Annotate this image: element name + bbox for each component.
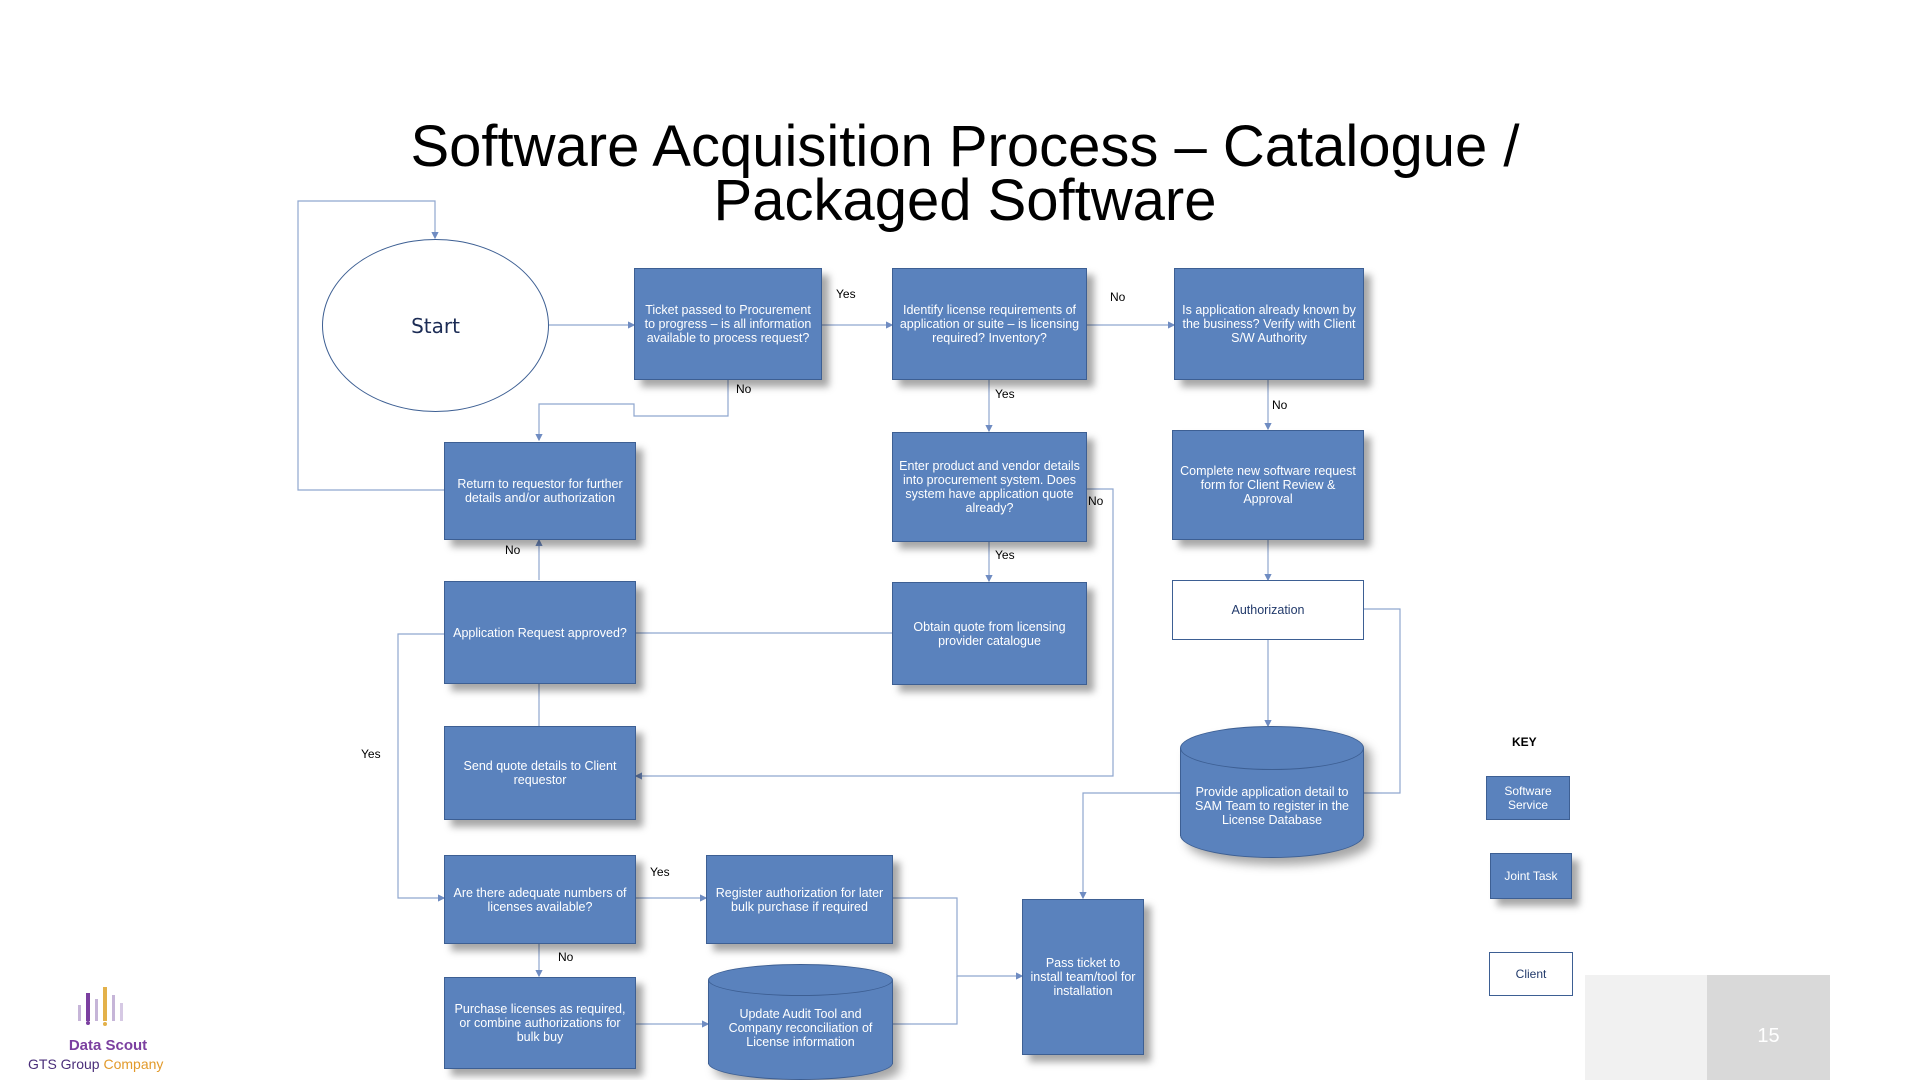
label-identify-no: No (1110, 290, 1126, 304)
enter-node: Enter product and vendor details into pr… (892, 432, 1087, 542)
logo-sub-prefix: GTS Group (28, 1056, 104, 1072)
label-enter-no: No (1088, 494, 1104, 508)
label-enter-yes: Yes (995, 548, 1015, 562)
title-line-2: Packaged Software (713, 168, 1217, 233)
approved-node: Application Request approved? (444, 581, 636, 684)
page-footer-light-block (1585, 975, 1710, 1080)
update-database-node: Update Audit Tool and Company reconcilia… (708, 964, 893, 1080)
edge-auth-right (1364, 608, 1401, 794)
edge-approved-adequate (397, 633, 446, 902)
logo-sub-accent: Company (103, 1056, 164, 1072)
edge-provide-pass (1079, 792, 1180, 900)
label-approved-yes: Yes (361, 747, 381, 761)
update-label: Update Audit Tool and Company reconcilia… (728, 1007, 873, 1049)
edge-return-start (297, 200, 444, 491)
pass-node: Pass ticket to install team/tool for ins… (1022, 899, 1144, 1055)
obtain-node: Obtain quote from licensing provider cat… (892, 582, 1087, 685)
key-client: Client (1489, 952, 1573, 996)
edge-update-pass (893, 976, 958, 1025)
key-software-service: Software Service (1486, 776, 1570, 820)
send-node: Send quote details to Client requestor (444, 726, 636, 820)
start-node: Start (322, 239, 549, 412)
identify-node: Identify license requirements of applica… (892, 268, 1087, 380)
return-node: Return to requestor for further details … (444, 442, 636, 540)
label-ticket-yes: Yes (836, 287, 856, 301)
key-title: KEY (1512, 735, 1537, 749)
provide-database-node: Provide application detail to SAM Team t… (1180, 726, 1364, 858)
label-approved-no: No (505, 543, 521, 557)
label-adequate-yes: Yes (650, 865, 670, 879)
ticket-node: Ticket passed to Procurement to progress… (634, 268, 822, 380)
title-line-1: Software Acquisition Process – Catalogue… (410, 114, 1520, 179)
purchase-node: Purchase licenses as required, or combin… (444, 977, 636, 1069)
label-ticket-no: No (736, 382, 752, 396)
label-identify-yes: Yes (995, 387, 1015, 401)
page-footer-block (1707, 975, 1830, 1080)
edge-ticket-return (535, 380, 729, 442)
label-adequate-no: No (558, 950, 574, 964)
provide-label: Provide application detail to SAM Team t… (1194, 785, 1349, 827)
authorization-node: Authorization (1172, 580, 1364, 640)
register-node: Register authorization for later bulk pu… (706, 855, 893, 944)
complete-node: Complete new software request form for C… (1172, 430, 1364, 540)
page-title: Software Acquisition Process – Catalogue… (380, 114, 1550, 233)
adequate-node: Are there adequate numbers of licenses a… (444, 855, 636, 944)
logo-bars-icon (78, 987, 123, 1026)
edge-enter-send (634, 488, 1114, 780)
page-number: 15 (1757, 1025, 1780, 1047)
logo-name: Data Scout (68, 1037, 148, 1054)
key-joint-task: Joint Task (1490, 853, 1572, 899)
logo-subtitle: GTS Group Company (28, 1056, 188, 1072)
label-known-no: No (1272, 398, 1288, 412)
known-node: Is application already known by the busi… (1174, 268, 1364, 380)
edge-register-pass (893, 897, 1024, 980)
